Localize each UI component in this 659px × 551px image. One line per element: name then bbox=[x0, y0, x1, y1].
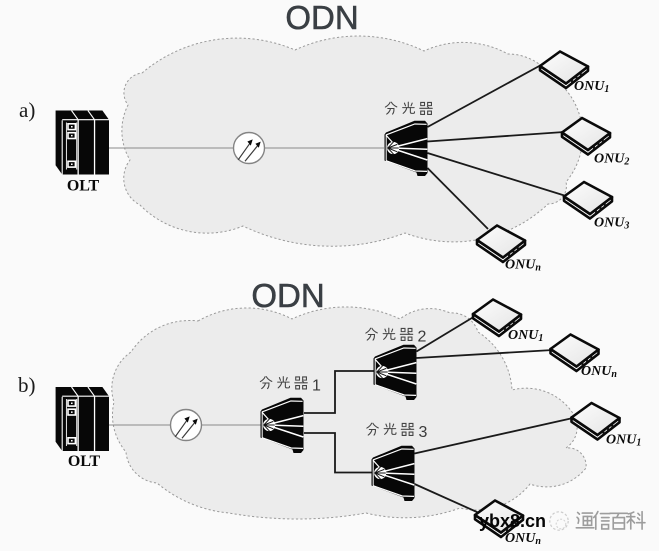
svg-text:ybx8.cn: ybx8.cn bbox=[479, 511, 546, 531]
svg-text:b): b) bbox=[18, 373, 36, 397]
svg-text:ODN: ODN bbox=[285, 0, 358, 36]
svg-text:ONUn: ONUn bbox=[505, 258, 541, 274]
svg-text:ONU3: ONU3 bbox=[594, 216, 629, 232]
svg-text:ONU2: ONU2 bbox=[594, 152, 629, 168]
svg-text:OLT: OLT bbox=[68, 453, 101, 470]
svg-text:ONU1: ONU1 bbox=[574, 79, 609, 95]
svg-text:ODN: ODN bbox=[251, 277, 324, 314]
svg-text:ONU1: ONU1 bbox=[508, 328, 543, 344]
svg-text:2: 2 bbox=[418, 329, 427, 346]
svg-text:ONUn: ONUn bbox=[581, 364, 617, 380]
svg-text:a): a) bbox=[19, 98, 35, 122]
svg-text:OLT: OLT bbox=[67, 178, 100, 195]
svg-text:ONU1: ONU1 bbox=[606, 433, 641, 449]
svg-text:ONUn: ONUn bbox=[505, 531, 541, 547]
svg-text:3: 3 bbox=[419, 424, 428, 441]
svg-text:1: 1 bbox=[312, 378, 321, 395]
